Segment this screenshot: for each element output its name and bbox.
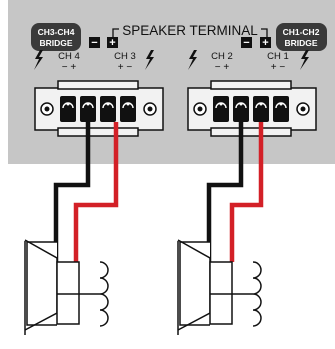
svg-text:CH1-CH2: CH1-CH2 — [283, 27, 320, 37]
plus-box-left: + — [107, 37, 118, 49]
lightning-bolt-icon — [188, 50, 197, 70]
channel-label-ch3: CH 3 — [114, 51, 136, 62]
red-wire-left — [73, 122, 119, 262]
speaker-terminal-title: SPEAKER TERMINAL — [122, 23, 258, 38]
svg-text:CH3-CH4: CH3-CH4 — [38, 27, 75, 37]
black-wire-right — [206, 122, 244, 262]
red-wire-right — [229, 122, 264, 262]
channel-polarity-ch1: + − — [271, 62, 286, 73]
lightning-bolt-icon — [145, 50, 154, 70]
channel-polarity-ch4: − + — [62, 62, 77, 73]
channel-label-ch2: CH 2 — [211, 51, 233, 62]
plus-box-right: + — [260, 37, 271, 49]
black-wire-left — [53, 122, 91, 262]
svg-text:−: − — [91, 37, 97, 49]
channel-label-ch1: CH 1 — [267, 51, 289, 62]
svg-text:−: − — [243, 37, 249, 49]
minus-box-right: − — [241, 37, 252, 49]
left-bridge-badge: CH3-CH4 BRIDGE — [31, 23, 81, 51]
channel-label-ch4: CH 4 — [58, 51, 80, 62]
speaker-right — [177, 239, 262, 335]
minus-box-left: − — [89, 37, 100, 49]
right-bridge-badge: CH1-CH2 BRIDGE — [276, 23, 327, 51]
connector-block-right — [187, 80, 317, 137]
connector-block-left — [34, 80, 164, 137]
speaker-left — [24, 239, 109, 335]
svg-text:+: + — [262, 37, 268, 49]
svg-text:BRIDGE: BRIDGE — [39, 38, 72, 48]
svg-text:+: + — [109, 37, 115, 49]
svg-text:BRIDGE: BRIDGE — [284, 38, 317, 48]
channel-polarity-ch3: + − — [118, 62, 133, 73]
lightning-bolt-icon — [300, 50, 309, 70]
lightning-bolt-icon — [34, 50, 43, 70]
channel-polarity-ch2: − + — [215, 62, 230, 73]
